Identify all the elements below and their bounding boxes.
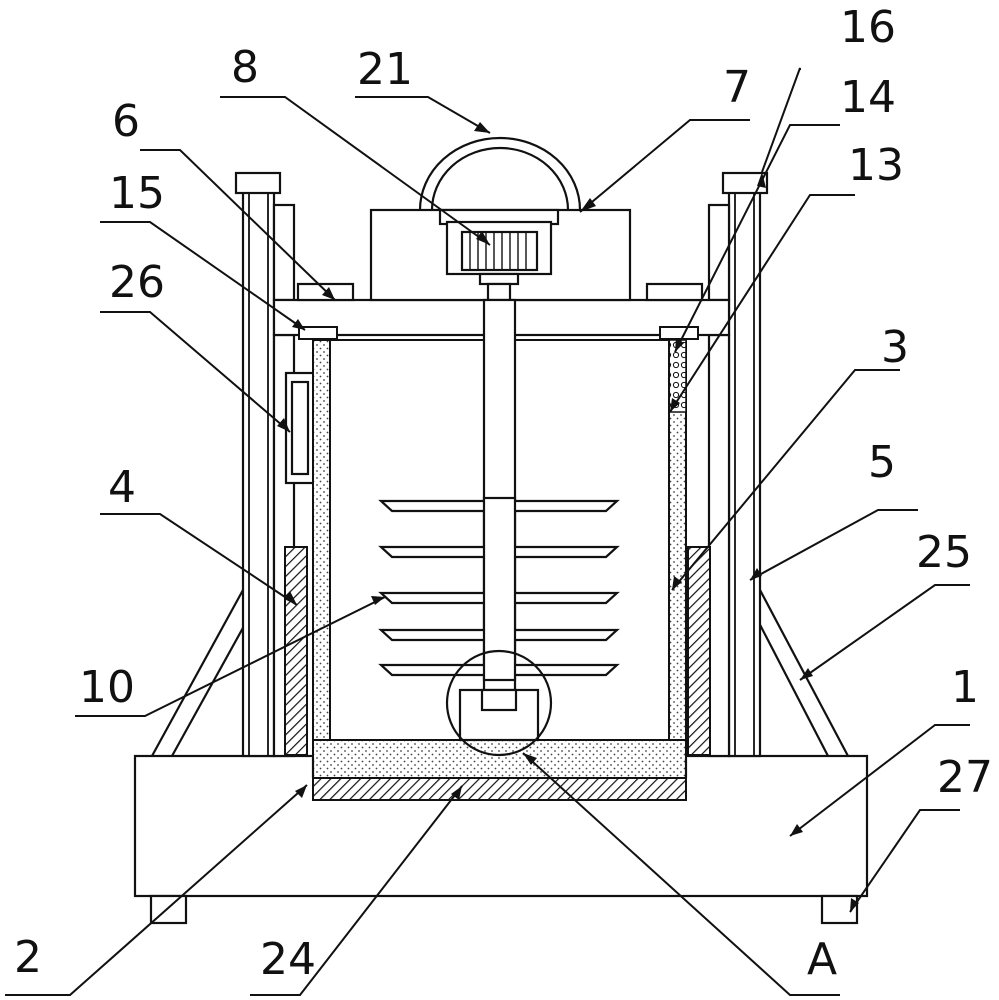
label-10: 10 — [79, 662, 135, 713]
label-7: 7 — [723, 62, 751, 113]
label-26: 26 — [109, 257, 165, 308]
label-14: 14 — [840, 72, 896, 123]
labels: 1 2 3 4 5 6 7 8 10 13 14 15 16 21 24 25 … — [14, 2, 993, 985]
leader-lines — [5, 67, 970, 996]
right-column — [707, 171, 769, 758]
control-box — [284, 371, 316, 485]
label-27: 27 — [937, 752, 993, 803]
label-a: A — [807, 934, 837, 985]
sliders — [298, 326, 699, 340]
label-21: 21 — [357, 44, 413, 95]
label-6: 6 — [112, 96, 140, 147]
detail-circle-a — [445, 649, 553, 757]
label-4: 4 — [108, 462, 136, 513]
label-8: 8 — [231, 42, 259, 93]
label-13: 13 — [848, 140, 904, 191]
label-24: 24 — [260, 934, 316, 985]
feet — [149, 894, 859, 925]
stirring-blades — [378, 496, 620, 682]
label-1: 1 — [951, 662, 979, 713]
motor — [445, 220, 553, 302]
label-15: 15 — [109, 168, 165, 219]
label-3: 3 — [881, 322, 909, 373]
label-25: 25 — [916, 527, 972, 578]
label-2: 2 — [14, 932, 42, 983]
label-5: 5 — [868, 437, 896, 488]
dome-cover — [418, 136, 582, 211]
heating-plate — [312, 777, 687, 801]
arrow-heads — [277, 122, 859, 912]
label-16: 16 — [840, 2, 896, 53]
diagonal-braces — [151, 589, 849, 757]
